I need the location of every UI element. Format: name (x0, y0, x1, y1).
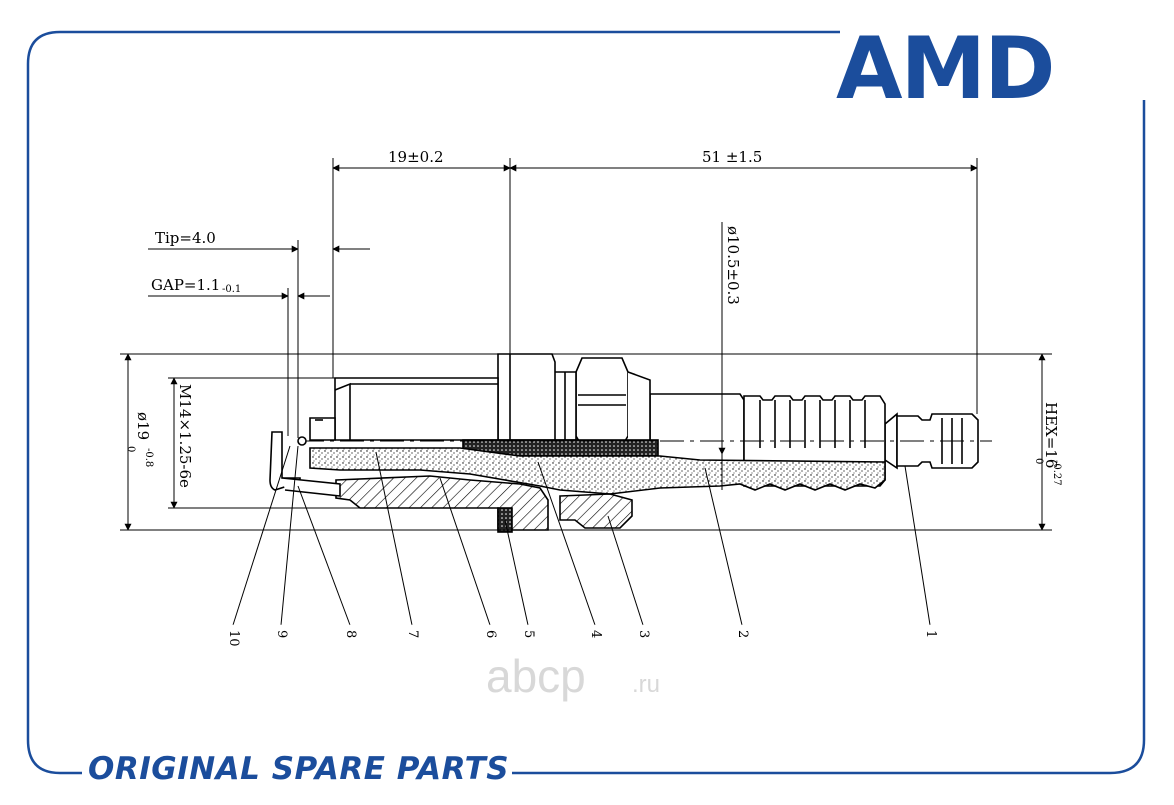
dim-tip: Tip=4.0 (155, 229, 216, 247)
svg-text:HEX=16: HEX=16 (1042, 402, 1060, 468)
dim-thread: M14×1.25-6e (176, 384, 194, 488)
part-number: 7 (405, 630, 420, 638)
svg-text:.ru: .ru (632, 671, 660, 698)
svg-text:abcp: abcp (486, 650, 586, 702)
threaded-shell (334, 377, 499, 441)
center-electrode-tip (297, 436, 307, 446)
svg-text:0: 0 (1033, 458, 1044, 464)
terminal-post (896, 413, 979, 469)
insulator-body (309, 447, 886, 495)
shell-flange (497, 353, 556, 441)
watermark: abcp .ru (486, 650, 660, 702)
dim-hex: HEX=16 0 -0.27 (1033, 402, 1062, 486)
dim-gap-tolerance: -0.1 (222, 284, 241, 295)
dim-length-51: 51 ±1.5 (702, 148, 762, 166)
part-number: 2 (735, 630, 750, 638)
brand-logo: AMD (836, 19, 1054, 119)
part-number: 6 (483, 630, 498, 638)
dim-body-dia: ø19 0 -0.8 (125, 412, 154, 467)
dimension-lines (124, 164, 1046, 531)
hex-nut (575, 357, 629, 447)
part-number: 9 (274, 630, 289, 638)
svg-text:-0.8: -0.8 (143, 448, 154, 467)
svg-text:-0.27: -0.27 (1051, 460, 1062, 486)
leader-lines (222, 445, 948, 626)
footer-title: ORIGINAL SPARE PARTS (88, 751, 509, 787)
part-number: 1 (923, 630, 938, 638)
svg-text:ø19: ø19 (134, 412, 152, 440)
ground-electrode (269, 431, 301, 491)
part-number: 4 (588, 630, 603, 638)
part-number: 10 (226, 630, 241, 647)
part-number: 5 (521, 630, 536, 638)
part-number: 3 (636, 630, 651, 638)
svg-text:0: 0 (125, 446, 136, 452)
part-number: 8 (343, 630, 358, 638)
part-numbers: 10 9 8 7 6 5 4 3 2 1 (226, 630, 938, 647)
dim-length-19: 19±0.2 (388, 148, 444, 166)
frame-border (26, 30, 1146, 775)
spark-plug-drawing (120, 158, 1052, 533)
dim-insulator-dia: ø10.5±0.3 (724, 226, 742, 305)
dim-gap: GAP=1.1 (151, 276, 220, 294)
